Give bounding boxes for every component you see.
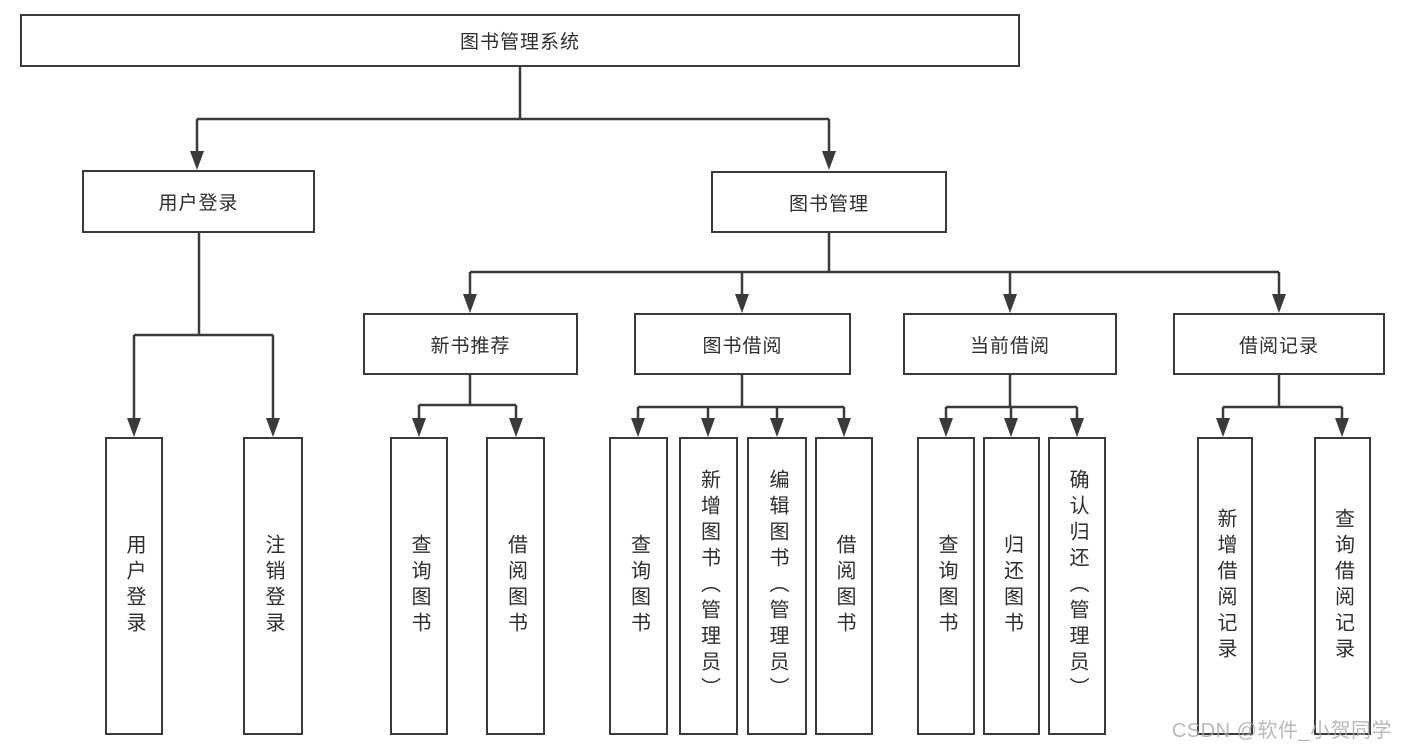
leaf-edit-book-admin: 编辑图书（管理员）	[747, 437, 807, 735]
leaf-add-borrow-record: 新增借阅记录	[1197, 437, 1253, 735]
leaf-current-query-book-label: 查询图书	[935, 534, 957, 638]
node-borrow-record-label: 借阅记录	[1238, 335, 1319, 357]
leaf-return-book: 归还图书	[983, 437, 1040, 735]
leaf-user-login-label: 用户登录	[123, 534, 145, 638]
arrowheads	[127, 151, 1349, 437]
node-book-management-label: 图书管理	[788, 193, 869, 215]
node-book-borrow-label: 图书借阅	[702, 335, 783, 357]
connector-bookborrow-to-leaves	[636, 375, 846, 419]
leaf-current-query-book: 查询图书	[917, 437, 975, 735]
leaf-newrec-borrow-book-label: 借阅图书	[504, 534, 527, 638]
leaf-newrec-borrow-book: 借阅图书	[486, 437, 545, 735]
connector-currentborrow-to-leaves	[944, 375, 1079, 419]
leaf-confirm-return-admin-label: 确认归还（管理员）	[1066, 469, 1088, 703]
connector-userlogin-to-leaves	[132, 233, 275, 419]
connector-borrowrecord-to-leaves	[1221, 375, 1344, 419]
leaf-return-book-label: 归还图书	[1000, 534, 1023, 638]
leaf-edit-book-admin-label: 编辑图书（管理员）	[766, 469, 788, 703]
leaf-add-book-admin: 新增图书（管理员）	[679, 437, 738, 735]
node-book-management: 图书管理	[711, 171, 947, 233]
csdn-watermark: CSDN @软件_小贺同学	[1171, 720, 1392, 742]
node-library-system: 图书管理系统	[20, 14, 1020, 67]
node-user-login: 用户登录	[82, 170, 315, 233]
leaf-logout-label: 注销登录	[262, 534, 284, 638]
node-current-borrow-label: 当前借阅	[969, 335, 1050, 357]
node-user-login-label: 用户登录	[158, 193, 239, 214]
node-book-borrow: 图书借阅	[634, 313, 851, 375]
leaf-borrow-query-book-label: 查询图书	[627, 534, 650, 638]
leaf-borrow-book-label: 借阅图书	[833, 534, 855, 638]
leaf-logout: 注销登录	[243, 437, 303, 735]
node-current-borrow: 当前借阅	[903, 313, 1117, 375]
leaf-borrow-query-book: 查询图书	[609, 437, 668, 735]
leaf-newrec-query-book-label: 查询图书	[408, 534, 430, 638]
leaf-confirm-return-admin: 确认归还（管理员）	[1048, 437, 1106, 735]
connector-newbook-to-leaves	[417, 375, 518, 419]
leaf-borrow-book: 借阅图书	[815, 437, 873, 735]
connector-root-to-level2	[195, 67, 831, 152]
leaf-query-borrow-record: 查询借阅记录	[1314, 437, 1371, 735]
leaf-query-borrow-record-label: 查询借阅记录	[1331, 508, 1354, 664]
leaf-newrec-query-book: 查询图书	[390, 437, 448, 735]
node-new-book-recommend-label: 新书推荐	[430, 335, 511, 357]
leaf-user-login: 用户登录	[105, 437, 163, 735]
connector-bookmgmt-to-level3	[468, 233, 1281, 295]
node-library-system-label: 图书管理系统	[459, 32, 580, 53]
leaf-add-borrow-record-label: 新增借阅记录	[1214, 508, 1236, 664]
node-new-book-recommend: 新书推荐	[363, 313, 578, 375]
node-borrow-record: 借阅记录	[1173, 313, 1385, 375]
leaf-add-book-admin-label: 新增图书（管理员）	[697, 469, 720, 703]
